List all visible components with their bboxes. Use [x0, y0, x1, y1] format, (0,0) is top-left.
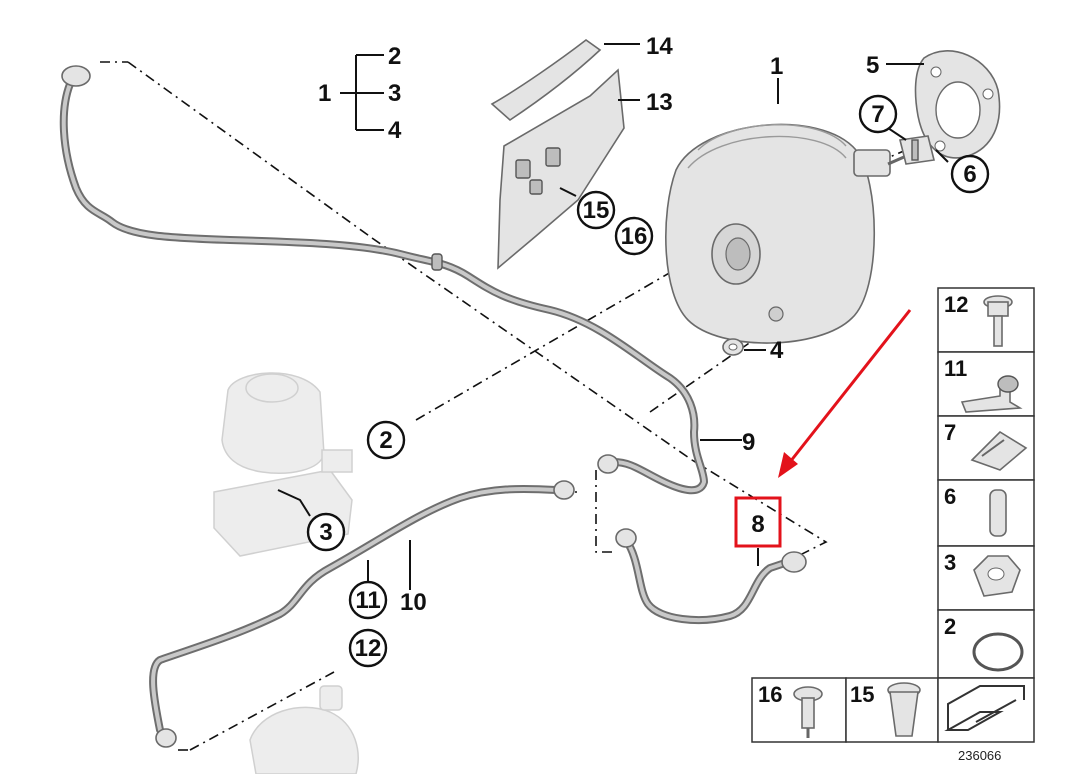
vacuum-hose-upper — [59, 65, 708, 495]
callout-6: 6 — [950, 154, 990, 194]
callout-12: 12 — [348, 628, 388, 668]
brake-booster — [665, 123, 921, 344]
callout-7-label: 7 — [871, 101, 884, 128]
nut-icon — [973, 555, 1021, 597]
label-hose-9: 9 — [742, 429, 755, 456]
label-group-3: 3 — [388, 80, 401, 107]
pipe-end-fitting — [155, 728, 177, 748]
callout-2-label: 2 — [379, 427, 392, 454]
hose-8-end-a — [615, 528, 637, 548]
label-cover-13: 13 — [646, 89, 673, 116]
label-gasket: 5 — [866, 52, 879, 79]
shim-icon — [944, 685, 1025, 731]
screw-icon — [793, 686, 823, 738]
legend-label-7: 7 — [944, 420, 956, 445]
expansion-nut-icon — [887, 682, 921, 737]
callout-7: 7 — [858, 94, 898, 134]
callout-15: 15 — [576, 190, 616, 230]
legend-label-12: 12 — [944, 292, 968, 317]
callout-12-label: 12 — [355, 635, 382, 662]
vacuum-hose-8 — [615, 528, 807, 624]
legend-label-11: 11 — [944, 356, 967, 381]
callout-15-label: 15 — [583, 197, 610, 224]
reference-number: 236066 — [958, 748, 1001, 763]
bracket-icon — [960, 375, 1023, 413]
o-ring-icon — [972, 632, 1024, 672]
callout-3: 3 — [306, 512, 346, 552]
callout-16: 16 — [614, 216, 654, 256]
washer — [722, 338, 744, 356]
pipe-connector — [553, 480, 575, 500]
legend-label-3: 3 — [944, 550, 956, 575]
heat-shield-strip — [490, 39, 602, 122]
hose-8-end-b — [781, 551, 807, 573]
legend-label-16: 16 — [758, 682, 782, 707]
vacuum-pipe-lower — [149, 480, 575, 748]
mounting-clip — [899, 135, 935, 165]
red-pointer-arrow — [778, 309, 912, 478]
hose-end-fitting — [61, 65, 91, 87]
callout-3-label: 3 — [319, 519, 332, 546]
highlight-label-8: 8 — [734, 496, 782, 548]
label-strip-14: 14 — [646, 33, 673, 60]
callout-6-label: 6 — [963, 161, 976, 188]
label-group-2: 2 — [388, 43, 401, 70]
hose-connector — [597, 454, 619, 474]
gasket — [914, 50, 1001, 159]
label-pipe-10: 10 — [400, 589, 427, 616]
label-hose-8: 8 — [751, 511, 764, 538]
callout-16-label: 16 — [621, 223, 648, 250]
label-group-1: 1 — [318, 80, 331, 107]
pin-icon — [989, 489, 1007, 537]
legend-label-6: 6 — [944, 484, 956, 509]
legend-label-15: 15 — [850, 682, 874, 707]
label-group-4: 4 — [388, 117, 402, 144]
fastener-legend: 12 11 7 6 3 2 16 15 — [751, 287, 1035, 743]
legend-label-2: 2 — [944, 614, 956, 639]
clip-icon — [970, 430, 1028, 471]
callout-11-label: 11 — [355, 587, 380, 614]
bolt-icon — [983, 295, 1013, 347]
label-washer-4: 4 — [770, 337, 784, 364]
callout-2: 2 — [366, 420, 406, 460]
hose-clamp — [431, 253, 443, 271]
label-booster: 1 — [770, 53, 783, 80]
vacuum-pump — [249, 685, 359, 774]
heat-shield-cover — [497, 68, 625, 270]
callout-11: 11 — [348, 580, 388, 620]
